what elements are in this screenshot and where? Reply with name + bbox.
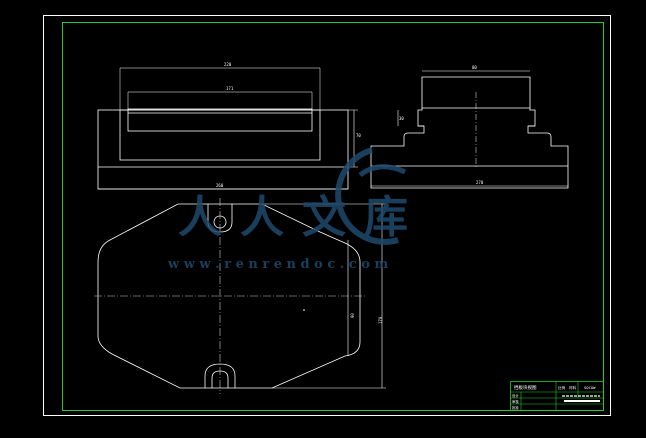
dim-text-plan-outer: 170 [378,316,383,324]
renrendoc-logo-icon [335,147,407,245]
title-block-material-label: 材料 [569,385,577,390]
dim-text-side-step: 30 [399,116,404,121]
plan-view-outline [97,203,361,389]
watermark-brand-text: 人人文库 [178,192,426,243]
front-view-upper-block [119,109,321,161]
title-block-frame [510,381,604,411]
front-view-slot [127,108,313,132]
title-block-row-label-1: 设计 [512,393,519,398]
watermark: 人人文库 w w w . r e n r e n d o c . c o m [167,147,426,272]
dim-text-front-inner: 171 [226,86,234,91]
title-block-scale-label: 比例 [558,385,566,390]
dim-text-front-base: 260 [216,183,224,188]
dim-text-front-top: 220 [224,62,232,67]
dim-text-plan-inner: 90 [350,313,355,318]
title-block-bar [564,400,600,402]
title-block-row-label-3: 批准 [512,405,519,410]
title-block-drawing-code: SOCOW [584,385,596,390]
watermark-url-text: w w w . r e n r e n d o c . c o m [167,257,388,272]
front-view-base-plate [97,109,349,190]
front-view [97,67,358,190]
dim-text-side-top: 80 [472,65,477,70]
outer-border [43,15,611,416]
inner-border [62,22,604,411]
title-block-row-label-2: 审核 [512,399,519,404]
dim-text-front-height: 70 [356,133,361,138]
title-block: 挡板块视图 比例 材料 SOCOW 设计 审核 批准 [510,381,604,411]
title-block-drawing-name: 挡板块视图 [514,384,537,391]
dim-text-side-base: 270 [476,180,484,185]
side-view-outline [370,76,569,189]
